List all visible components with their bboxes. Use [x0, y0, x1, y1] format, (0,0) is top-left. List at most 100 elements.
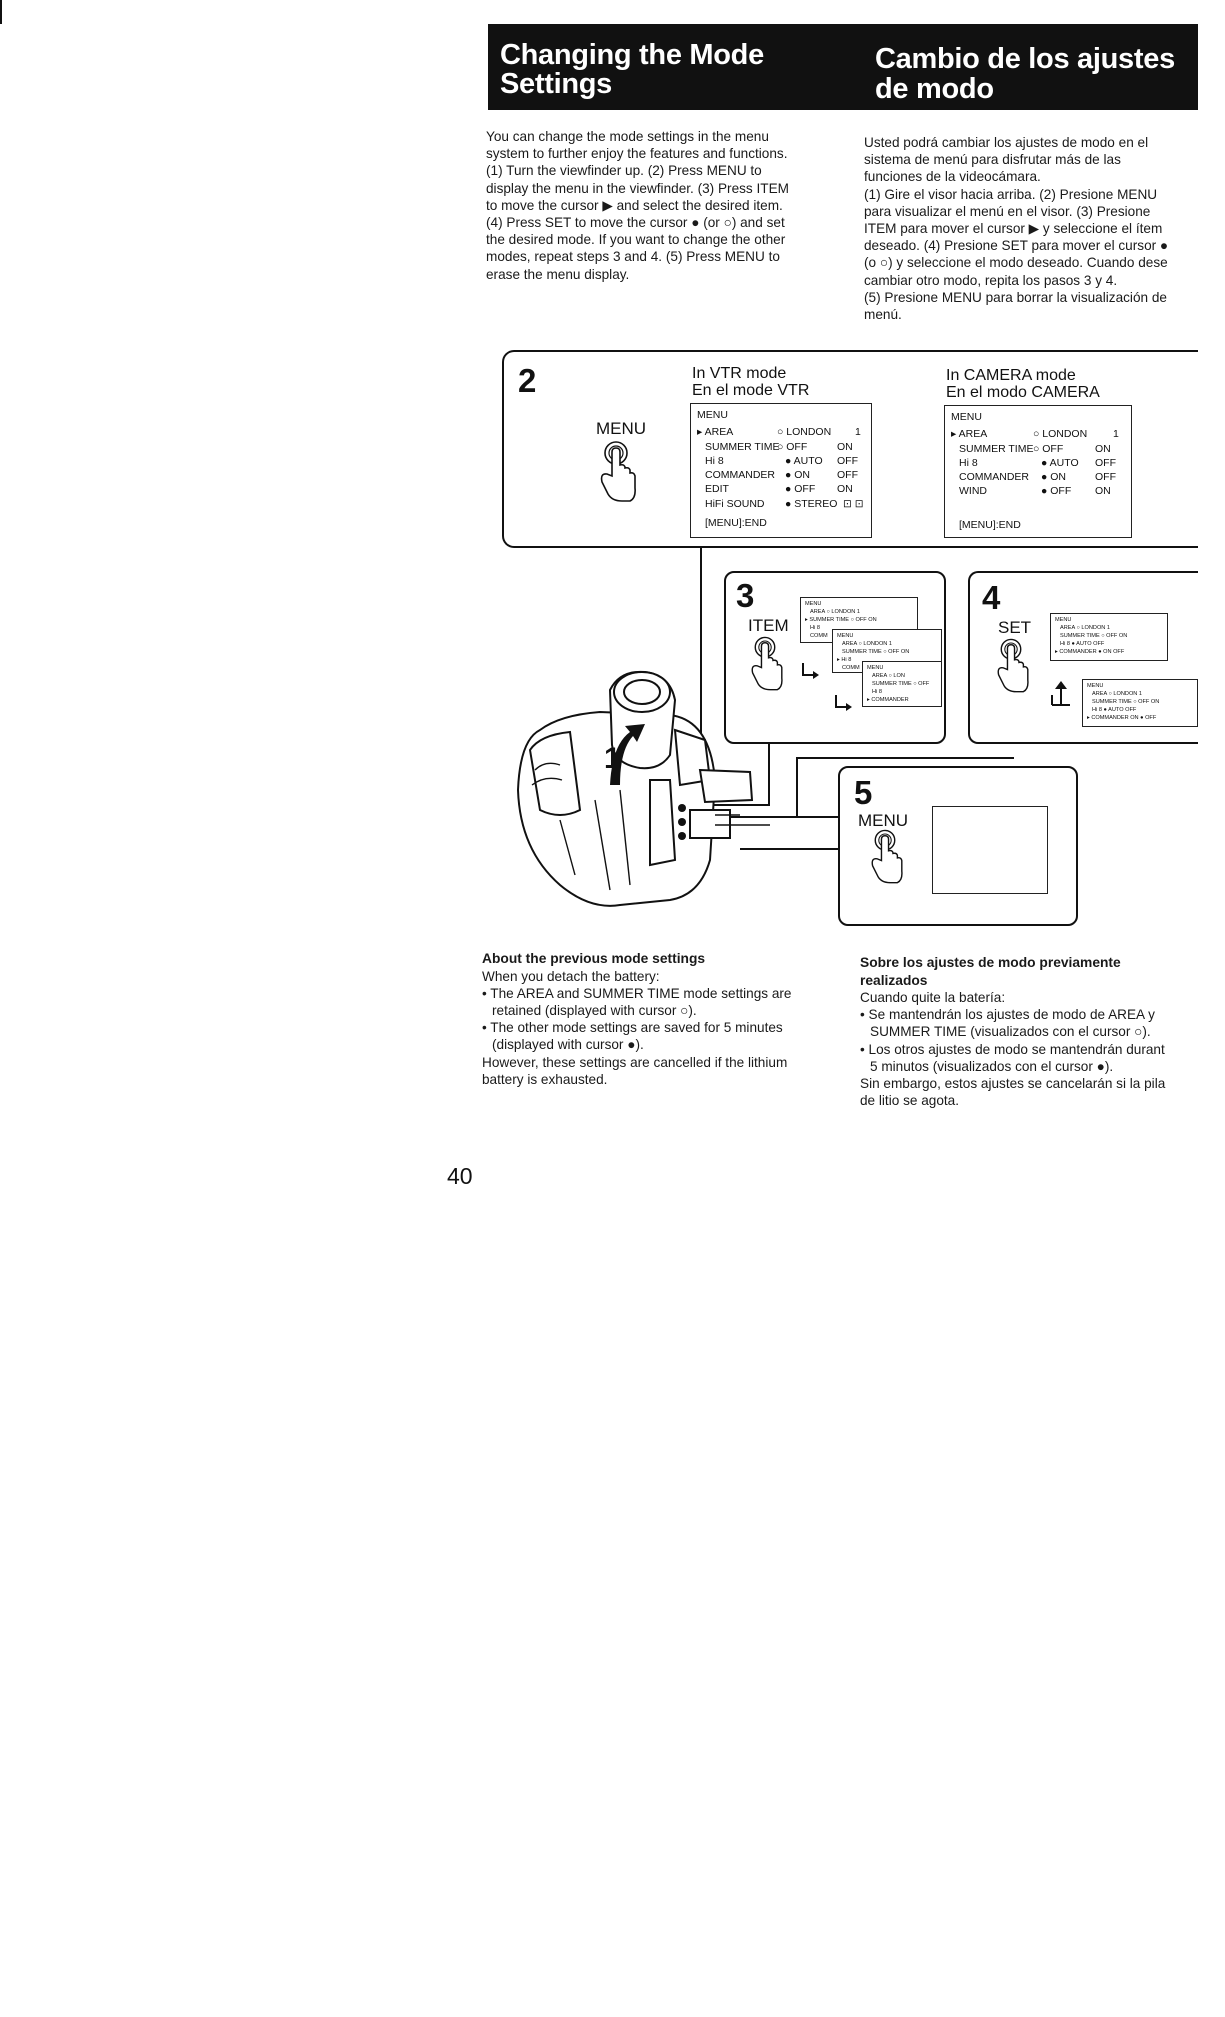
mini-menu-line: ▸ COMMANDER [867, 697, 909, 703]
menu-header: MENU [951, 411, 982, 423]
title-en-line2: Settings [500, 68, 612, 100]
menu-item: SUMMER TIME [705, 440, 780, 453]
menu-option: OFF [1095, 471, 1116, 484]
about-es-line: • Los otros ajustes de modo se mantendrá… [860, 1041, 1165, 1057]
mini-menu-screen: MENU AREA ○ LON SUMMER TIME ○ OFF Hi 8 ▸… [862, 661, 942, 707]
step2-button-label: MENU [596, 419, 647, 438]
menu-item: WIND [959, 485, 987, 498]
mini-menu-line: Hi 8 ● AUTO OFF [1092, 707, 1137, 713]
mini-menu-line: MENU [805, 601, 822, 607]
menu-option: ON [837, 483, 853, 496]
step4-panel: 4 SET MENU AREA ○ LONDON 1 SUMMER TIME ○… [968, 571, 1198, 744]
intro-en-line: erase the menu display. [486, 266, 630, 282]
mini-menu-line: MENU [837, 633, 854, 639]
intro-en-line: (4) Press SET to move the cursor ● (or ○… [486, 215, 785, 231]
step3-number: 3 [736, 577, 755, 614]
intro-es-line: (5) Presione MENU para borrar la visuali… [864, 289, 1167, 305]
mini-menu-line: MENU [867, 665, 884, 671]
menu-item: HiFi SOUND [705, 497, 765, 510]
step3-panel: 3 ITEM MENU AREA ○ LONDON 1 ▸ SUMMER TIM… [724, 571, 946, 744]
menu-value: ● AUTO [785, 454, 823, 467]
menu-header: MENU [697, 409, 728, 421]
step2-number: 2 [518, 362, 537, 399]
connector-line [796, 757, 1014, 759]
step3-button-label: ITEM [748, 616, 789, 635]
about-es-line: Sin embargo, estos ajustes se cancelarán… [860, 1076, 1166, 1092]
intro-es-line: deseado. (4) Presione SET para mover el … [864, 238, 1169, 254]
about-es-line: 5 minutos (visualizados con el cursor ●)… [870, 1058, 1114, 1074]
connector-line [700, 816, 840, 818]
blank-viewfinder-screen [932, 806, 1048, 894]
menu-option: ⊡ ⊡ [843, 497, 864, 510]
scan-edge-mark [0, 0, 2, 24]
mini-menu-line: AREA ○ LON [872, 673, 905, 679]
intro-en-line: the desired mode. If you want to change … [486, 232, 786, 248]
about-en-line: • The other mode settings are saved for … [482, 1020, 783, 1036]
mini-menu-line: ▸ COMMANDER ● ON OFF [1055, 649, 1125, 655]
about-heading-es-line1: Sobre los ajustes de modo previamente [860, 955, 1121, 970]
about-section-spanish: Sobre los ajustes de modo previamente re… [860, 954, 1165, 1109]
menu-item: ▸ AREA [697, 426, 734, 439]
finger-press-icon [600, 441, 636, 502]
intro-es-line: (1) Gire el visor hacia arriba. (2) Pres… [864, 186, 1158, 202]
menu-item: SUMMER TIME [959, 442, 1034, 455]
mini-menu-line: AREA ○ LONDON 1 [842, 641, 893, 647]
menu-option: OFF [837, 454, 858, 467]
finger-press-icon [997, 638, 1029, 693]
mini-menu-screen: MENU AREA ○ LONDON 1 SUMMER TIME ○ OFF O… [1082, 679, 1198, 727]
title-es-line1: Cambio de los ajustes [875, 43, 1175, 75]
menu-value: ● STEREO [785, 497, 838, 510]
menu-item: Hi 8 [959, 456, 978, 469]
mini-menu-line: SUMMER TIME ○ OFF ON [1060, 633, 1128, 639]
mini-menu-line: COMM [842, 665, 860, 671]
intro-en-line: display the menu in the viewfinder. (3) … [486, 180, 789, 196]
arrow-return-icon [802, 663, 819, 679]
mini-menu-line: Hi 8 [810, 625, 820, 631]
menu-footer: [MENU]:END [705, 517, 767, 530]
step4-button-label: SET [998, 618, 1032, 637]
intro-es-line: cambiar otro modo, repita los pasos 3 y … [864, 272, 1118, 288]
menu-option: 1 [855, 426, 861, 439]
finger-press-icon [751, 636, 783, 691]
step4-number: 4 [982, 579, 1001, 616]
mini-menu-line: AREA ○ LONDON 1 [810, 609, 861, 615]
intro-es-line: para visualizar el menú en el visor. (3)… [864, 203, 1151, 219]
about-es-line: de litio se agota. [860, 1093, 959, 1109]
finger-press-icon [871, 829, 903, 884]
intro-es-line: (o ○) y seleccione el modo deseado. Cuan… [864, 255, 1168, 271]
about-section-english: About the previous mode settings When yo… [482, 950, 792, 1088]
menu-footer: [MENU]:END [959, 518, 1021, 531]
about-en-line: • The AREA and SUMMER TIME mode settings… [482, 985, 792, 1001]
about-es-line: SUMMER TIME (visualizados con el cursor … [870, 1024, 1151, 1040]
intro-en-line: system to further enjoy the features and… [486, 146, 788, 162]
intro-es-line: sistema de menú para disfrutar más de la… [864, 152, 1121, 168]
step5-button-label: MENU [858, 811, 909, 830]
menu-option: ON [1095, 485, 1111, 498]
intro-es-line: funciones de la videocámara. [864, 169, 1041, 185]
connector-line [700, 546, 702, 782]
step5-panel: 5 MENU [838, 766, 1078, 926]
menu-value: ● ON [1041, 471, 1067, 484]
menu-value: ● ON [785, 469, 811, 482]
about-en-line: However, these settings are cancelled if… [482, 1054, 788, 1070]
mini-menu-line: ▸ Hi 8 [837, 657, 852, 663]
vtr-title-en: In VTR mode [692, 365, 787, 382]
vtr-title-es: En el mode VTR [692, 382, 810, 399]
menu-item: COMMANDER [705, 469, 775, 482]
step5-number: 5 [854, 774, 873, 811]
mini-menu-line: SUMMER TIME ○ OFF ON [1092, 699, 1160, 705]
title-banner: Changing the Mode Settings Cambio de los… [488, 24, 1198, 110]
mini-menu-line: MENU [1055, 617, 1072, 623]
intro-es-line: menú. [864, 307, 902, 323]
about-en-line: retained (displayed with cursor ○). [492, 1002, 697, 1018]
intro-spanish: Usted podrá cambiar los ajustes de modo … [864, 134, 1168, 323]
mini-menu-line: AREA ○ LONDON 1 [1060, 625, 1111, 631]
intro-en-line: modes, repeat steps 3 and 4. (5) Press M… [486, 249, 780, 265]
menu-value: ○ OFF [777, 440, 808, 453]
mini-menu-line: SUMMER TIME ○ OFF [872, 681, 930, 687]
menu-option: ON [1095, 442, 1111, 455]
intro-es-line: ITEM para mover el cursor ▶ y seleccione… [864, 221, 1163, 237]
step1-number: 1 [604, 742, 621, 775]
connector-line [796, 757, 798, 817]
mini-menu-line: AREA ○ LONDON 1 [1092, 691, 1143, 697]
